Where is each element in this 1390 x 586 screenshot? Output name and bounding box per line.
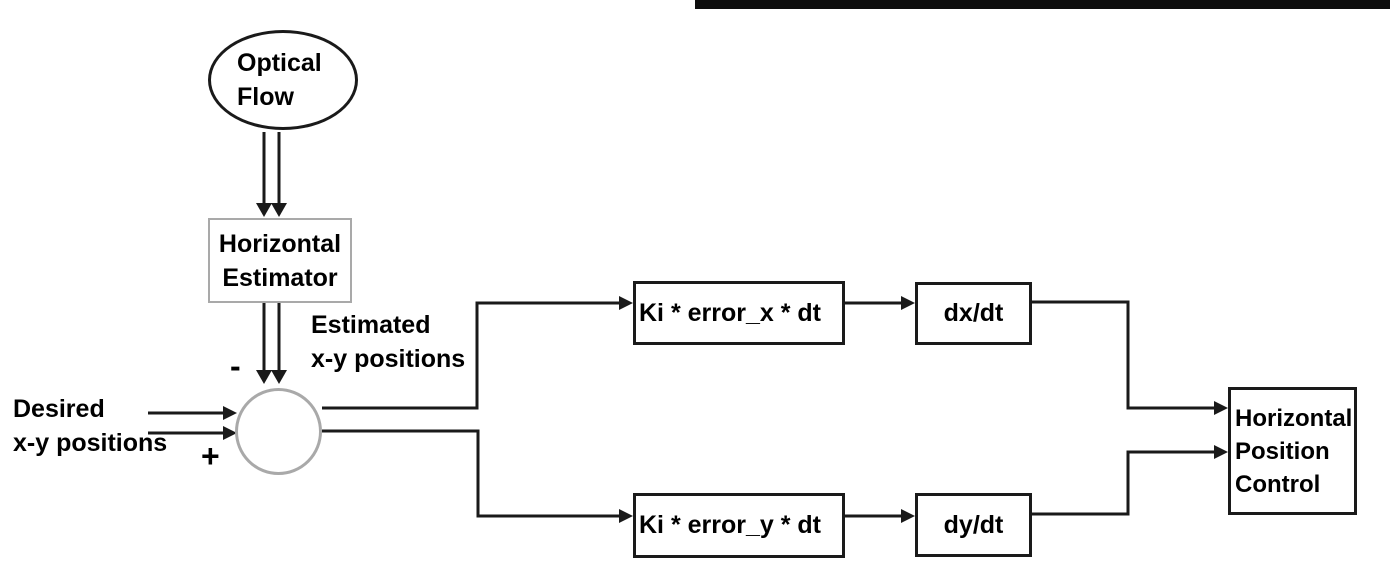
arrow-integratory-to-dydt xyxy=(845,509,915,523)
path-dxdt-to-control xyxy=(1032,300,1228,415)
path-sum-to-integrator-y xyxy=(322,429,633,523)
optical-flow-label-line2: Flow xyxy=(237,83,294,111)
node-integrator-y: Ki * error_y * dt xyxy=(633,493,845,558)
path-sum-to-integrator-x xyxy=(322,296,633,410)
top-right-bar xyxy=(695,0,1390,9)
double-arrow-opticalflow-to-estimator xyxy=(256,132,287,217)
control-label-line1: Horizontal xyxy=(1235,404,1353,432)
node-sum-junction xyxy=(235,388,322,475)
path-dydt-to-control xyxy=(1032,445,1228,516)
node-horizontal-estimator: Horizontal Estimator xyxy=(208,218,352,303)
estimator-label-line2: Estimator xyxy=(222,263,338,292)
estimated-label-line2: x-y positions xyxy=(311,345,466,373)
estimated-label-line1: Estimated xyxy=(311,311,431,339)
control-label-line3: Control xyxy=(1235,470,1321,498)
node-derivative-y: dy/dt xyxy=(915,493,1032,557)
derivative-y-label: dy/dt xyxy=(943,510,1004,539)
desired-label-line2: x-y positions xyxy=(13,429,168,457)
integrator-x-label: Ki * error_x * dt xyxy=(639,298,822,327)
double-arrow-estimator-to-sum xyxy=(256,303,287,384)
node-integrator-x: Ki * error_x * dt xyxy=(633,281,845,345)
estimator-label-line1: Horizontal xyxy=(218,229,342,258)
integrator-y-label: Ki * error_y * dt xyxy=(639,511,822,539)
sum-plus-sign: + xyxy=(201,438,220,474)
arrow-desired-upper xyxy=(148,406,237,420)
optical-flow-label-line1: Optical xyxy=(237,49,322,77)
desired-positions-label: Desired x-y positions xyxy=(13,392,167,460)
desired-label-line1: Desired xyxy=(13,395,105,423)
estimated-positions-label: Estimated x-y positions xyxy=(311,308,465,376)
arrow-desired-lower xyxy=(148,426,237,440)
sum-minus-sign: - xyxy=(230,348,241,384)
control-label-line2: Position xyxy=(1235,437,1330,465)
node-derivative-x: dx/dt xyxy=(915,282,1032,345)
node-optical-flow: Optical Flow xyxy=(208,30,358,130)
derivative-x-label: dx/dt xyxy=(943,299,1004,327)
node-horizontal-position-control: Horizontal Position Control xyxy=(1228,387,1357,515)
arrow-integratorx-to-dxdt xyxy=(845,296,915,310)
